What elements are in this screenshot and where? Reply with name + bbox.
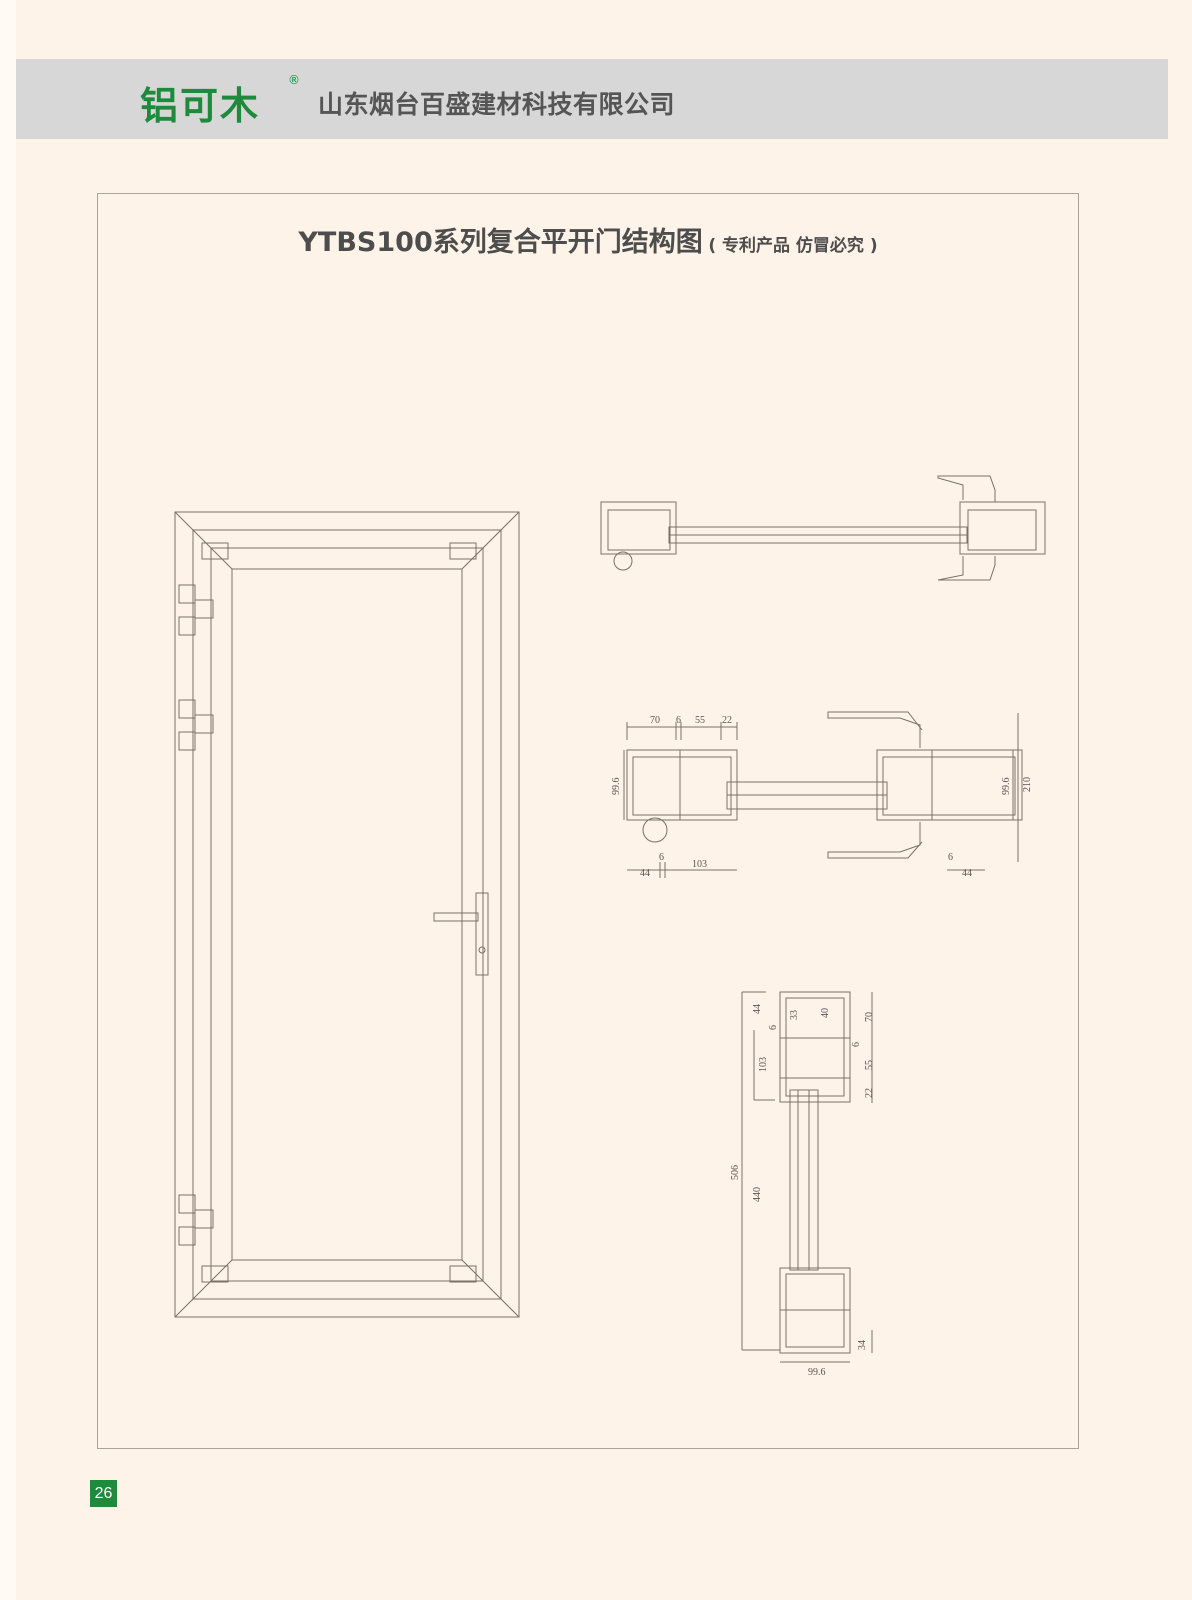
- door-handle-icon: [433, 892, 489, 976]
- dim-left-height: 99.6: [611, 778, 622, 796]
- dim-v-r6: 6: [851, 1042, 862, 1047]
- registered-mark: ®: [288, 73, 300, 87]
- dim-v-440: 440: [752, 1187, 763, 1202]
- dim-v-55: 55: [864, 1060, 875, 1070]
- dim-v-bottom: 99.6: [808, 1367, 826, 1378]
- dim-right-height: 99.6: [1001, 778, 1012, 796]
- page-number: 26: [90, 1480, 117, 1507]
- dim-top-70: 70: [650, 715, 660, 726]
- brand-logo: 铝可木: [140, 83, 261, 128]
- page-title: YTBS100系列复合平开门结构图 ( 专利产品 仿冒必究 ): [98, 220, 1078, 259]
- dim-bottom-right-6: 6: [948, 852, 953, 863]
- dim-v-506: 506: [730, 1165, 741, 1180]
- dim-v-34: 34: [857, 1340, 868, 1350]
- title-note: ( 专利产品 仿冒必究 ): [708, 236, 878, 256]
- title-main: YTBS100系列复合平开门结构图: [298, 227, 703, 258]
- dimension-lines: [623, 713, 1019, 878]
- drawing-frame: YTBS100系列复合平开门结构图 ( 专利产品 仿冒必究 ): [97, 193, 1079, 1449]
- dim-top-55: 55: [695, 715, 705, 726]
- horizontal-section-dimensioned: 70 6 55 22 99.6 99.6 210 44 6 103 6 44: [611, 711, 1033, 879]
- dim-v-6: 6: [768, 1025, 779, 1030]
- dim-v-70: 70: [864, 1012, 875, 1022]
- header-band: 铝可木 ® 山东烟台百盛建材科技有限公司: [16, 59, 1168, 139]
- dim-v-33: 33: [789, 1010, 800, 1020]
- dim-v-103: 103: [758, 1057, 769, 1072]
- horizontal-section-plain: [600, 475, 1046, 581]
- dimension-lines: [741, 991, 873, 1363]
- dim-total-height: 210: [1022, 777, 1033, 792]
- corner-connectors: [201, 542, 477, 1283]
- dim-top-22: 22: [722, 715, 732, 726]
- vertical-section: 44 6 103 506 440 33 40 70 6 55 22 34 99.…: [730, 991, 875, 1378]
- dim-top-6: 6: [676, 715, 681, 726]
- dim-v-44: 44: [752, 1004, 763, 1014]
- company-name: 山东烟台百盛建材科技有限公司: [318, 90, 676, 119]
- door-elevation: [174, 511, 520, 1318]
- page-margin: [0, 0, 16, 1600]
- dim-bottom-6: 6: [659, 852, 664, 863]
- hinge-icon: [178, 584, 214, 1246]
- dim-bottom-44: 44: [640, 868, 650, 879]
- dim-v-40: 40: [820, 1008, 831, 1018]
- dim-v-22: 22: [864, 1088, 875, 1098]
- dim-bottom-right-44: 44: [962, 868, 972, 879]
- dim-bottom-103: 103: [692, 859, 707, 870]
